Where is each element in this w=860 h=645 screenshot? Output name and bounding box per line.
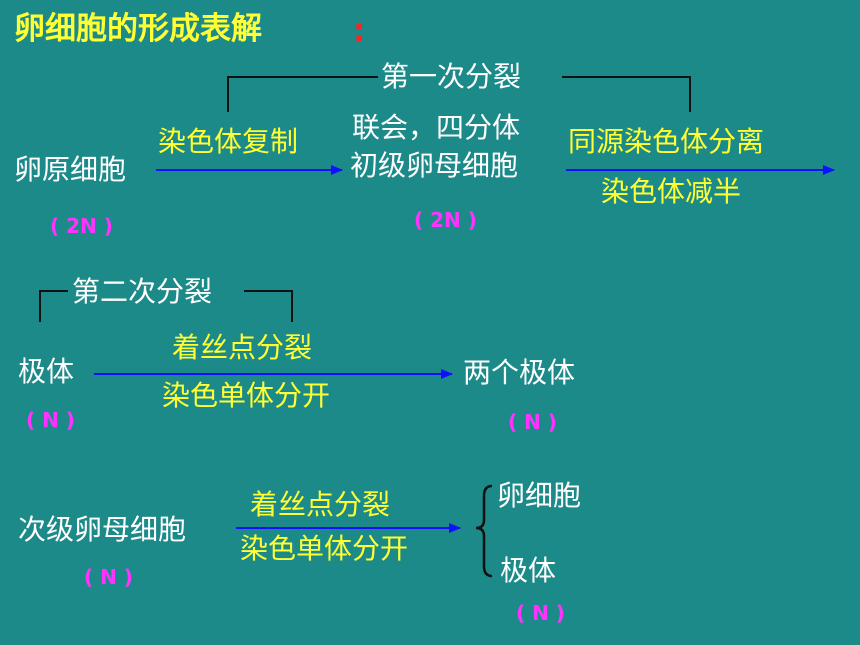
polar-body-result-label: 极体 [500, 554, 557, 587]
chromatid-separation-label: 染色单体分开 [162, 379, 331, 412]
second-division-bracket [39, 290, 293, 322]
homolog-separation-label: 同源染色体分离 [568, 125, 765, 158]
chromatid-separation-label-2: 染色单体分开 [240, 532, 409, 565]
chromosome-replication-label: 染色体复制 [158, 125, 299, 158]
two-polar-bodies-ploidy: ( N ) [508, 410, 557, 434]
first-division-label: 第一次分裂 [381, 60, 522, 93]
ovum-label: 卵细胞 [497, 479, 582, 512]
centromere-split-label-2: 着丝点分裂 [250, 488, 391, 521]
title-colon: : [353, 13, 366, 49]
page-title: 卵细胞的形成表解 [14, 11, 262, 47]
result-curly-brace [475, 484, 493, 578]
secondary-oocyte-ploidy: ( N ) [84, 565, 133, 589]
secondary-oocyte-label: 次级卵母细胞 [18, 513, 187, 546]
centromere-split-label: 着丝点分裂 [172, 331, 313, 364]
result-ploidy: ( N ) [516, 601, 565, 625]
polar-body-ploidy: ( N ) [26, 408, 75, 432]
polar-body-label: 极体 [18, 355, 75, 388]
primary-oocyte-ploidy: ( 2N ) [414, 208, 477, 232]
primary-oocyte-label: 初级卵母细胞 [350, 149, 519, 182]
oogonium-ploidy: ( 2N ) [50, 214, 113, 238]
first-division-bracket [227, 76, 691, 112]
oogonium-label: 卵原细胞 [14, 153, 127, 186]
synapsis-tetrad-label: 联会，四分体 [352, 111, 521, 144]
two-polar-bodies-label: 两个极体 [463, 356, 576, 389]
second-division-label: 第二次分裂 [72, 275, 213, 308]
chromosome-halving-label: 染色体减半 [601, 175, 742, 208]
